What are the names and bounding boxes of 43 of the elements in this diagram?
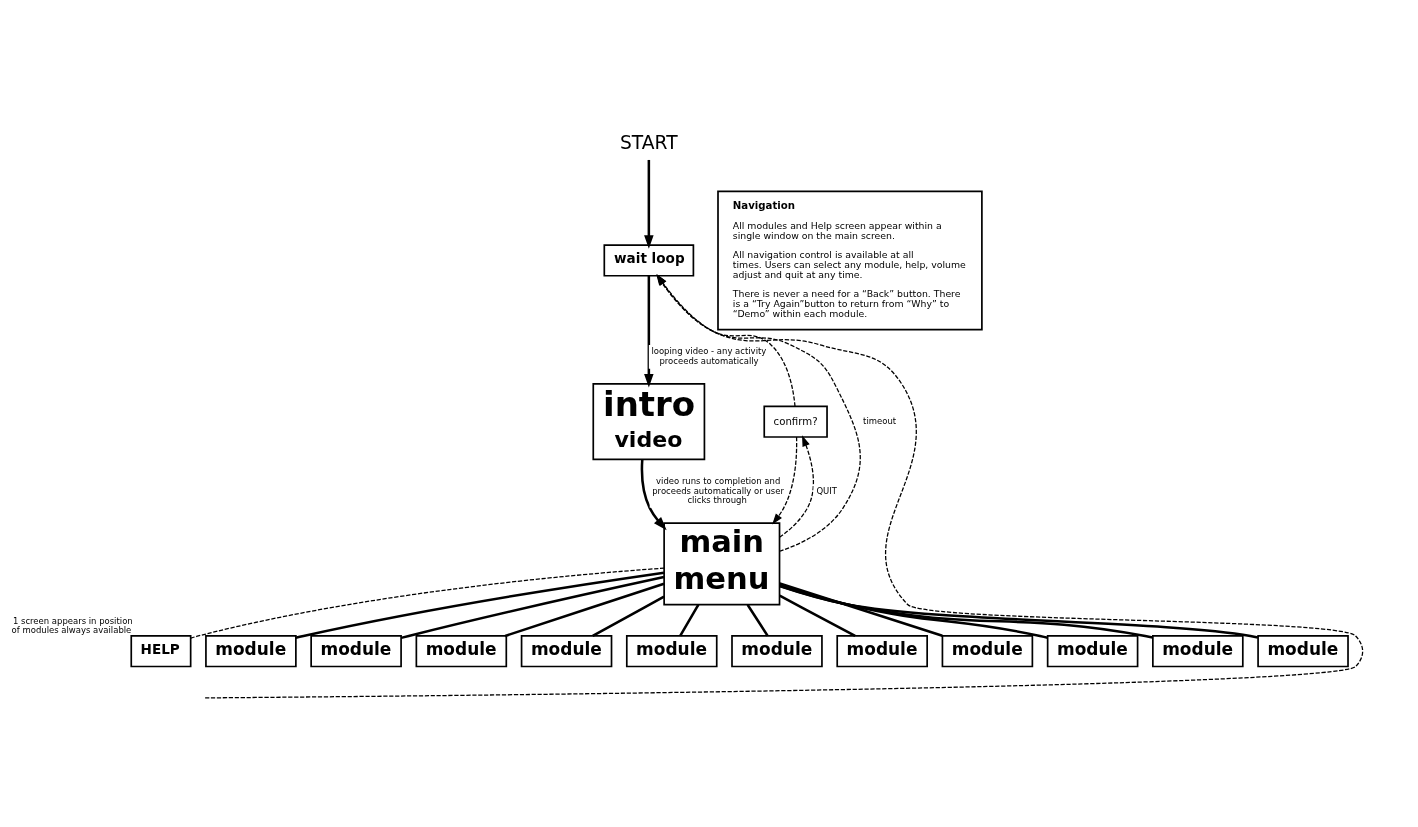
node-box: module <box>625 634 718 667</box>
connector <box>504 582 665 637</box>
arrow <box>644 275 654 388</box>
node-box: Navigation All modules and Help screen appear within a single window on the main screen. All navigation control is available at all times. Users can select any module, help, volume adjust and quit at any time. There is never a need for a “Back” button. There is a “Try Again”button to return from “Why” to “Demo” within each module. <box>717 190 983 330</box>
edge-label: looping video - any activity proceeds automatically <box>651 345 767 366</box>
node-box: module <box>1257 634 1349 667</box>
connector <box>679 603 700 637</box>
connector <box>779 584 1153 639</box>
arrow <box>640 458 667 530</box>
node-box: module <box>1152 634 1244 667</box>
node-box: module <box>941 634 1034 667</box>
node-label: 1 screen appears in position of modules always available <box>11 615 133 635</box>
arrow <box>778 434 815 538</box>
arrow <box>656 273 796 407</box>
node-box: module <box>415 634 508 667</box>
node-box: HELP <box>130 634 192 667</box>
connector <box>779 581 943 637</box>
connector <box>779 594 856 637</box>
node-box: module <box>836 634 928 667</box>
arrow <box>204 273 1364 699</box>
node-box: intro video <box>592 382 706 460</box>
arrow <box>644 159 654 249</box>
edge-label: timeout <box>863 415 897 426</box>
node-text: START <box>620 131 678 153</box>
connector <box>400 575 665 639</box>
arrow <box>772 435 798 524</box>
node-box: confirm? <box>763 405 828 438</box>
edge-label: QUIT <box>816 485 837 496</box>
node-box: module <box>731 634 823 667</box>
edge-label: video runs to completion and proceeds automatically or user clicks through <box>652 475 784 505</box>
arrow <box>656 273 861 552</box>
connector <box>746 603 769 637</box>
node-box: module <box>1046 634 1139 667</box>
node-box: module <box>520 634 613 667</box>
node-box: module <box>205 634 297 667</box>
node-box: main menu <box>663 521 781 605</box>
node-box: module <box>310 634 402 667</box>
node-box: wait loop <box>603 243 695 277</box>
connector <box>779 584 1259 639</box>
connector <box>779 583 1048 639</box>
connector <box>592 594 665 637</box>
connector <box>190 567 665 639</box>
connector <box>295 570 665 639</box>
